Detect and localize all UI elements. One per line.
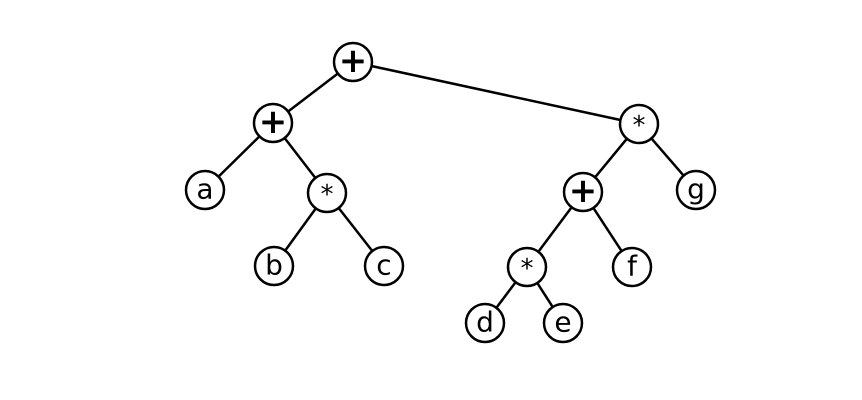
tree-node-f: f: [611, 246, 653, 288]
node-label: a: [196, 173, 213, 206]
node-circle: [184, 169, 226, 211]
edge-root-rstar: [371, 64, 621, 122]
node-circle: [611, 246, 653, 288]
tree-node-e: e: [542, 302, 584, 344]
edge-rplus-istar: [537, 206, 573, 253]
tree-node-c: c: [363, 245, 405, 287]
node-circle: [363, 245, 405, 287]
edge-rstar-rplus: [594, 137, 628, 179]
node-circle: [618, 103, 660, 145]
tree-node-g: g: [675, 169, 717, 211]
edge-istar-e: [536, 282, 554, 308]
node-label: c: [376, 249, 391, 282]
tree-node-istar: *: [506, 246, 548, 288]
edge-lplus-a: [217, 135, 261, 178]
node-circle: [562, 171, 604, 213]
tree-node-b: b: [253, 245, 295, 287]
tree-nodes: + + a * b c * + g * f d e: [184, 41, 717, 344]
tree-node-lstar: *: [306, 172, 348, 214]
tree-edges: [217, 64, 685, 309]
tree-node-rplus: +: [562, 171, 604, 213]
edge-root-lplus: [287, 72, 339, 113]
node-label: +: [339, 41, 368, 81]
edge-rstar-g: [650, 137, 685, 177]
node-label: b: [265, 249, 283, 282]
tree-node-rstar: *: [618, 103, 660, 145]
node-circle: [306, 172, 348, 214]
edge-lplus-lstar: [283, 137, 317, 179]
edge-lstar-c: [337, 207, 374, 252]
tree-node-lplus: +: [252, 102, 294, 144]
node-label: d: [476, 306, 494, 339]
node-circle: [542, 302, 584, 344]
node-label: f: [627, 250, 638, 283]
edge-rplus-f: [592, 207, 623, 252]
tree-node-a: a: [184, 169, 226, 211]
node-circle: [675, 169, 717, 211]
node-circle: [506, 246, 548, 288]
node-label: e: [554, 306, 571, 339]
edge-lstar-b: [284, 207, 317, 252]
tree-node-d: d: [464, 302, 506, 344]
node-label: *: [521, 254, 534, 284]
node-label: *: [633, 111, 646, 141]
node-circle: [252, 102, 294, 144]
node-circle: [464, 302, 506, 344]
tree-node-root: +: [332, 41, 374, 83]
node-label: g: [687, 173, 705, 206]
node-circle: [332, 41, 374, 83]
node-label: +: [259, 102, 288, 142]
edge-istar-d: [495, 281, 517, 309]
node-label: +: [569, 171, 598, 211]
node-circle: [253, 245, 295, 287]
node-label: *: [321, 180, 334, 210]
